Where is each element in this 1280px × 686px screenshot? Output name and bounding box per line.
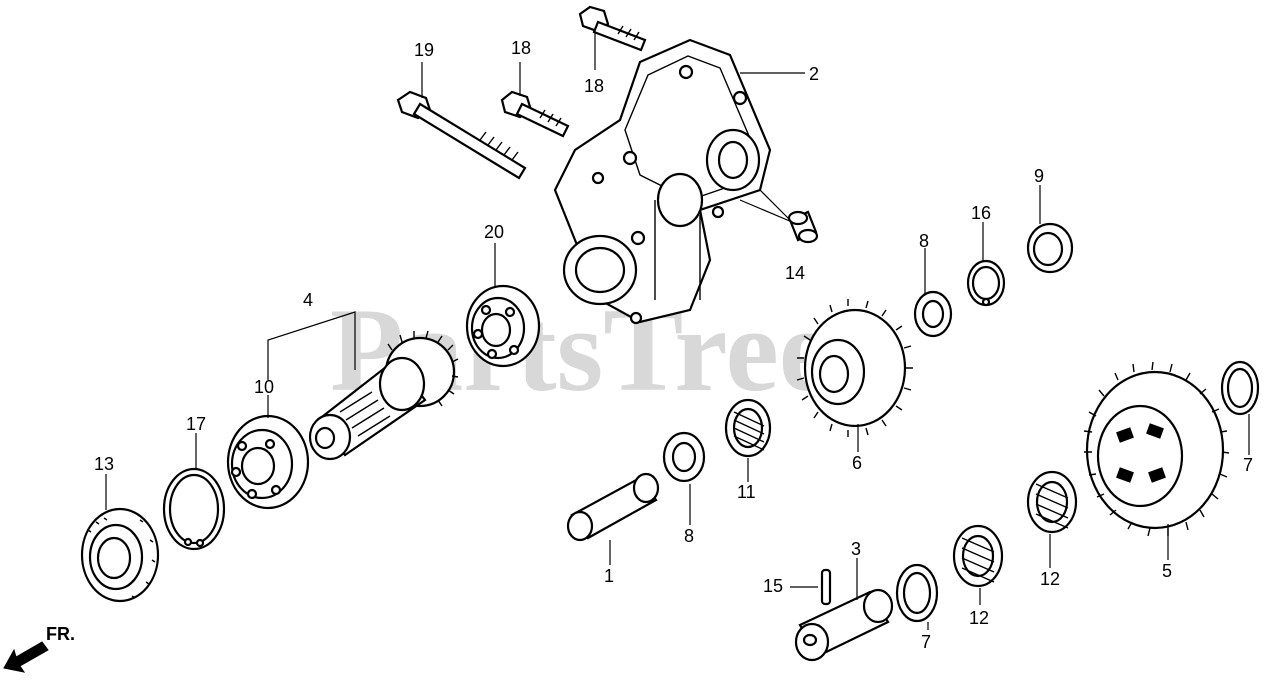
label-11: 11 xyxy=(737,482,756,502)
label-20: 20 xyxy=(484,222,504,242)
label-12-right: 12 xyxy=(1040,569,1060,589)
part-4-shaft-gear[interactable] xyxy=(308,330,459,461)
part-17-circlip[interactable] xyxy=(162,467,226,551)
label-10: 10 xyxy=(254,377,274,397)
part-7-washer-bottom[interactable] xyxy=(895,563,939,623)
label-1: 1 xyxy=(604,566,614,586)
part-13-oil-seal[interactable] xyxy=(80,507,160,603)
part-8-washer-lower[interactable] xyxy=(662,431,706,483)
label-16: 16 xyxy=(971,203,991,223)
part-4-leader xyxy=(267,311,356,380)
part-11-needle-bearing[interactable] xyxy=(724,398,772,458)
part-20-ball-bearing[interactable] xyxy=(465,284,541,368)
front-label: FR. xyxy=(46,624,75,644)
part-18-bolt-left[interactable] xyxy=(500,90,570,138)
label-7-bottom: 7 xyxy=(921,632,931,652)
part-7-washer-right[interactable] xyxy=(1220,360,1260,416)
label-9: 9 xyxy=(1034,166,1044,186)
part-18-bolt-top[interactable] xyxy=(578,5,647,52)
part-3-shaft[interactable] xyxy=(794,588,894,662)
label-8-upper: 8 xyxy=(919,231,929,251)
part-5-large-gear[interactable] xyxy=(1083,361,1230,537)
label-15: 15 xyxy=(763,576,783,596)
label-7-right: 7 xyxy=(1243,455,1253,475)
label-8-lower: 8 xyxy=(684,526,694,546)
part-6-gear[interactable] xyxy=(796,299,913,437)
part-19-long-bolt[interactable] xyxy=(396,90,527,180)
leader-lines xyxy=(105,30,1250,630)
label-19: 19 xyxy=(414,40,434,60)
label-3: 3 xyxy=(851,539,861,559)
label-18-left: 18 xyxy=(511,38,531,58)
label-13: 13 xyxy=(94,454,114,474)
part-12-needle-bearing-left[interactable] xyxy=(952,524,1004,588)
part-1-sleeve[interactable] xyxy=(566,472,660,542)
label-18-top: 18 xyxy=(584,76,604,96)
part-15-pin[interactable] xyxy=(820,568,832,606)
label-5: 5 xyxy=(1162,561,1172,581)
label-17: 17 xyxy=(186,414,206,434)
label-2: 2 xyxy=(809,64,819,84)
front-direction-indicator: FR. xyxy=(3,624,75,673)
part-12-needle-bearing-right[interactable] xyxy=(1026,470,1078,534)
label-14: 14 xyxy=(785,263,805,283)
label-4: 4 xyxy=(303,290,313,310)
part-8-washer-upper[interactable] xyxy=(913,290,953,338)
part-14-dowel-pin[interactable] xyxy=(739,189,819,244)
part-10-ball-bearing[interactable] xyxy=(226,414,310,510)
label-6: 6 xyxy=(852,453,862,473)
part-16-circlip[interactable] xyxy=(966,259,1006,307)
part-2-gear-case[interactable] xyxy=(553,38,772,325)
label-12-left: 12 xyxy=(969,608,989,628)
front-arrow-icon xyxy=(3,641,49,673)
part-9-collar[interactable] xyxy=(1026,222,1074,274)
